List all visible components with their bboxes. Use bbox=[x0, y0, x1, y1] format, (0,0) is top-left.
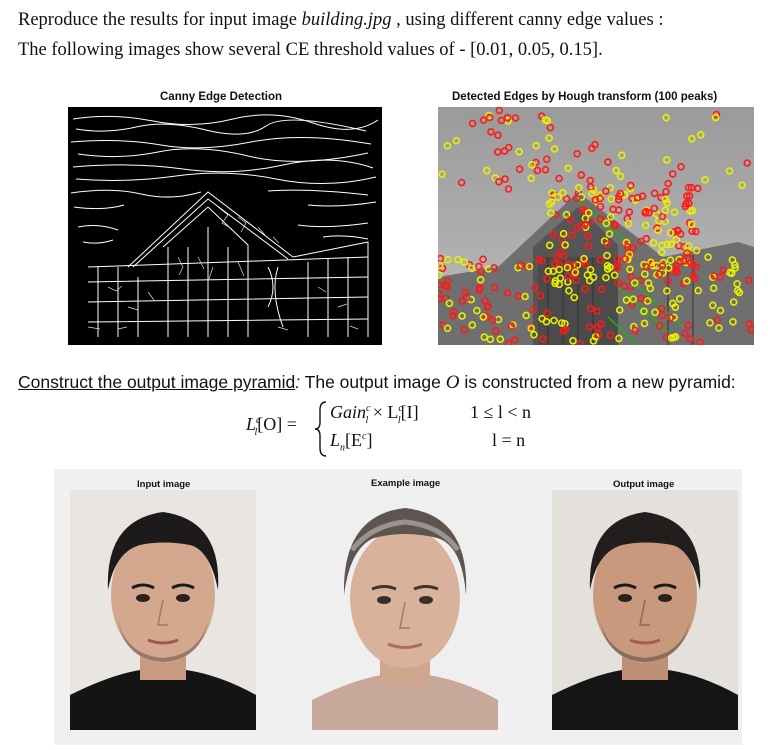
equation-case-2: Ln[Ec] bbox=[330, 430, 373, 454]
intro-filename: building.jpg bbox=[301, 10, 392, 30]
equation-lhs: Lcl[O] = bbox=[246, 414, 297, 438]
intro-line-1: Reproduce the results for input image bu… bbox=[18, 10, 663, 31]
pyramid-equation: Lcl[O] = Gaincl × Lcl[I] 1 ≤ l < n Ln[Ec… bbox=[238, 398, 558, 460]
brace-icon bbox=[314, 401, 327, 457]
input-image-title: Input image bbox=[137, 479, 191, 490]
pyramid-label: Construct the output image pyramid bbox=[18, 372, 296, 392]
equation-case-1: Gaincl × Lcl[I] bbox=[330, 402, 419, 426]
pyramid-description: Construct the output image pyramid: The … bbox=[18, 372, 736, 394]
example-face-image bbox=[312, 490, 498, 730]
pyramid-text-a: The output image bbox=[300, 372, 446, 392]
pyramid-colon: : bbox=[295, 372, 301, 392]
pyramid-symbol: O bbox=[445, 372, 460, 393]
equation-case-2-condition: l = n bbox=[492, 430, 526, 450]
output-image-title: Output image bbox=[613, 479, 675, 490]
pyramid-text-b: is constructed from a new pyramid: bbox=[459, 372, 736, 392]
canny-edge-image bbox=[68, 107, 382, 345]
canny-title: Canny Edge Detection bbox=[160, 91, 283, 103]
intro-line-2: The following images show several CE thr… bbox=[18, 40, 603, 60]
input-face-image bbox=[70, 490, 256, 730]
hough-title: Detected Edges by Hough transform (100 p… bbox=[452, 91, 718, 103]
intro-suffix: , using different canny edge values : bbox=[391, 10, 664, 30]
hough-lines-image bbox=[438, 107, 754, 345]
intro-prefix: Reproduce the results for input image bbox=[18, 10, 302, 30]
example-image-title: Example image bbox=[371, 478, 441, 489]
equation-case-1-condition: 1 ≤ l < n bbox=[470, 402, 532, 422]
output-face-image bbox=[552, 490, 738, 730]
